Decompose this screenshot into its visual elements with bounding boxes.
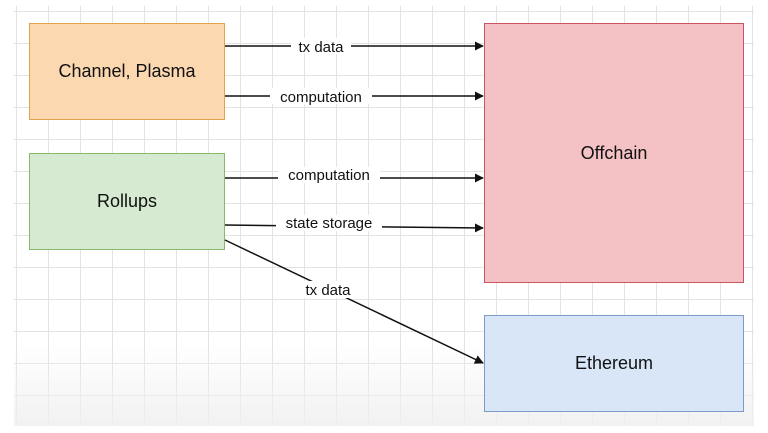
edge-label-state-storage: state storage — [286, 215, 373, 232]
edge-rollups-offchain-computation[interactable]: computation — [225, 167, 484, 184]
node-rollups[interactable]: Rollups — [29, 153, 225, 250]
edge-channel-offchain-computation[interactable]: computation — [225, 88, 484, 106]
node-offchain-label: Offchain — [580, 142, 648, 163]
edge-label-bg — [278, 167, 380, 183]
edge-label-bg — [291, 38, 351, 54]
edge-label-channel-computation: computation — [280, 89, 362, 106]
node-rollups-label: Rollups — [96, 191, 158, 211]
edge-label-rollups-computation: computation — [288, 167, 370, 184]
edge-line — [224, 239, 484, 364]
edge-label-bg — [276, 215, 382, 231]
edge-label-bg — [298, 281, 358, 298]
edge-label-bg — [270, 88, 372, 104]
edge-label-channel-txdata: tx data — [298, 39, 344, 56]
edge-rollups-offchain-state-storage[interactable]: state storage — [224, 215, 484, 233]
node-channel-plasma[interactable]: Channel, Plasma — [29, 23, 225, 120]
node-ethereum-label: Ethereum — [574, 353, 654, 373]
edge-rollups-ethereum-txdata[interactable]: tx data — [224, 239, 484, 364]
node-channel-plasma-label: Channel, Plasma — [58, 61, 196, 81]
edge-channel-offchain-txdata[interactable]: tx data — [225, 38, 484, 56]
edge-label-rollups-txdata: tx data — [305, 282, 351, 299]
node-offchain[interactable]: Offchain — [484, 23, 744, 283]
node-ethereum[interactable]: Ethereum — [484, 315, 744, 412]
